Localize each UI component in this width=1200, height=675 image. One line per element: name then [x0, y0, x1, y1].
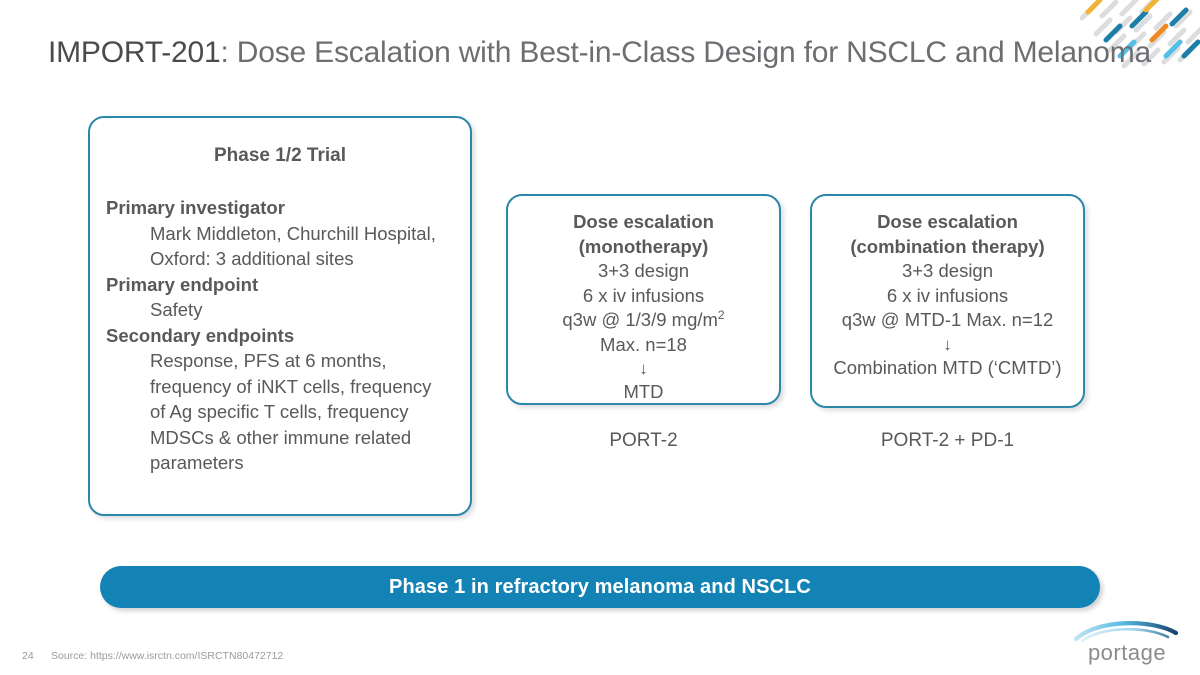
trial-section-primary-endpoint: Primary endpoint Safety [106, 272, 470, 323]
mono-heading-line2: (monotherapy) [578, 235, 709, 257]
combo-line-dosing: q3w @ MTD-1 Max. n=12 [841, 309, 1054, 330]
combo-line-design: 3+3 design [901, 260, 994, 281]
trial-value-primary-investigator-line2: Oxford: 3 additional sites [150, 248, 354, 269]
trial-value-primary-endpoint-line1: Safety [150, 299, 203, 320]
mono-line-max-n: Max. n=18 [600, 333, 687, 355]
trial-section-primary-investigator: Primary investigator Mark Middleton, Chu… [106, 195, 470, 272]
down-arrow-icon: ↓ [943, 334, 952, 354]
footer-source: Source: https://www.isrctn.com/ISRCTN804… [51, 650, 284, 662]
phase-trial-heading: Phase 1/2 Trial [213, 145, 347, 166]
mono-heading-line1: Dose escalation [573, 211, 714, 232]
page-number: 24 [22, 650, 34, 662]
trial-label-secondary-endpoints: Secondary endpoints [106, 324, 295, 346]
portage-wordmark: portage [1088, 640, 1166, 665]
trial-label-primary-investigator: Primary investigator [106, 197, 285, 218]
trial-value-secondary-endpoints-line3: of Ag specific T cells, frequency [150, 401, 409, 422]
slide-title: IMPORT-201: Dose Escalation with Best-in… [48, 33, 1151, 73]
mono-line-infusions: 6 x iv infusions [582, 284, 705, 306]
phase-trial-body: Primary investigator Mark Middleton, Chu… [106, 195, 470, 476]
trial-value-secondary-endpoints-line1: Response, PFS at 6 months, [150, 350, 387, 371]
dose-escalation-combination-card: Dose escalation (combination therapy) 3+… [810, 194, 1085, 408]
summary-banner-text: Phase 1 in refractory melanoma and NSCLC [389, 575, 811, 598]
down-arrow-icon: ↓ [639, 359, 648, 378]
trial-section-secondary-endpoints: Secondary endpoints Response, PFS at 6 m… [106, 323, 470, 476]
portage-logo: portage [1072, 619, 1182, 665]
mono-line-result: MTD [623, 381, 664, 402]
mono-card-body: Dose escalation (monotherapy) 3+3 design… [508, 210, 779, 405]
phase-trial-card: Phase 1/2 Trial Primary investigator Mar… [88, 116, 472, 516]
mono-line-dosing-superscript: 2 [717, 307, 725, 322]
summary-banner: Phase 1 in refractory melanoma and NSCLC [100, 566, 1100, 608]
trial-value-secondary-endpoints-line5: parameters [150, 452, 244, 473]
mono-line-dosing-text: q3w @ 1/3/9 mg/m [562, 309, 718, 330]
caption-combination: PORT-2 + PD-1 [880, 430, 1015, 451]
trial-value-secondary-endpoints-line2: frequency of iNKT cells, frequency [150, 375, 432, 397]
combo-line-result: Combination MTD (‘CMTD’) [833, 356, 1062, 378]
mono-line-dosing: q3w @ 1/3/9 mg/m2 [508, 308, 779, 333]
slide-title-program: IMPORT-201 [48, 36, 221, 69]
combo-heading-line1: Dose escalation [877, 211, 1018, 232]
caption-monotherapy: PORT-2 [609, 430, 678, 451]
trial-value-secondary-endpoints-line4: MDSCs & other immune related [150, 426, 412, 448]
trial-label-primary-endpoint: Primary endpoint [106, 273, 259, 295]
combo-heading-line2: (combination therapy) [850, 235, 1045, 257]
dose-escalation-monotherapy-card: Dose escalation (monotherapy) 3+3 design… [506, 194, 781, 405]
combo-line-infusions: 6 x iv infusions [886, 284, 1009, 306]
trial-value-primary-investigator-line1: Mark Middleton, Churchill Hospital, [150, 222, 436, 244]
slide-title-rest: : Dose Escalation with Best-in-Class Des… [220, 36, 1152, 69]
combo-card-body: Dose escalation (combination therapy) 3+… [812, 210, 1083, 380]
mono-line-design: 3+3 design [597, 260, 690, 281]
